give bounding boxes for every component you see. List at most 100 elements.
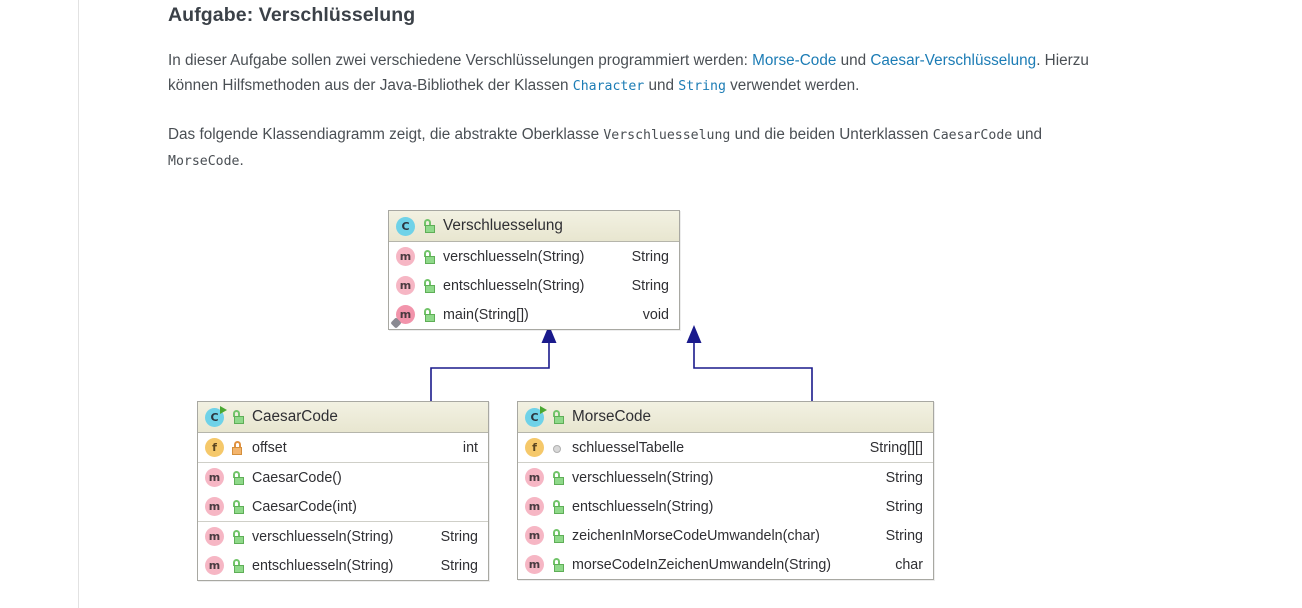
uml-member-label: offset — [252, 439, 287, 456]
uml-member-type: String — [440, 528, 478, 545]
uml-member-type: String — [440, 557, 478, 574]
public-unlocked-icon — [422, 219, 435, 233]
uml-member-label: main(String[]) — [443, 306, 529, 323]
uml-class-morsecode[interactable]: C MorseCode f schluesselTabelle String[]… — [517, 401, 934, 580]
uml-member-row[interactable]: m morseCodeInZeichenUmwandeln(String) ch… — [518, 550, 933, 579]
link-morse-code[interactable]: Morse-Code — [752, 52, 837, 69]
generalization-morsecode — [686, 325, 813, 401]
uml-member-type: String — [885, 469, 923, 486]
link-caesar-verschluesselung[interactable]: Caesar-Verschlüsselung — [870, 52, 1037, 69]
method-icon: m — [205, 527, 224, 546]
diagram-intro-paragraph: Das folgende Klassendiagramm zeigt, die … — [168, 122, 1113, 174]
public-unlocked-icon — [231, 499, 244, 514]
uml-member-row[interactable]: f schluesselTabelle String[][] — [518, 433, 933, 462]
method-icon: m — [525, 468, 544, 487]
uml-class-name: MorseCode — [572, 408, 652, 425]
uml-member-label: entschluesseln(String) — [572, 498, 714, 515]
class-runnable-icon: C — [205, 405, 227, 427]
uml-member-type: String — [885, 498, 923, 515]
uml-member-label: schluesselTabelle — [572, 439, 685, 456]
uml-member-row[interactable]: m CaesarCode() — [198, 463, 488, 492]
uml-member-label: verschluesseln(String) — [252, 528, 394, 545]
para2-text-4: . — [239, 152, 244, 169]
method-icon: m — [525, 497, 544, 516]
private-locked-icon — [231, 440, 244, 455]
method-static-icon: m — [390, 305, 415, 329]
uml-member-row[interactable]: m entschluesseln(String) String — [389, 271, 679, 300]
para1-text-4: und — [644, 77, 679, 94]
uml-member-label: verschluesseln(String) — [572, 469, 714, 486]
generalization-caesarcode — [430, 325, 557, 401]
uml-class-header: C Verschluesselung — [389, 211, 679, 242]
uml-class-verschluesselung[interactable]: C Verschluesselung m verschluesseln(Stri… — [388, 210, 680, 330]
uml-member-type: String — [631, 277, 669, 294]
para2-text-1: Das folgende Klassendiagramm zeigt, die … — [168, 126, 604, 143]
public-unlocked-icon — [231, 470, 244, 485]
uml-class-name: CaesarCode — [252, 408, 338, 425]
left-margin-gutter — [0, 0, 79, 608]
class-runnable-icon: C — [525, 405, 547, 427]
uml-member-row[interactable]: f offset int — [198, 433, 488, 462]
para2-text-2: und die beiden Unterklassen — [730, 126, 933, 143]
uml-member-type: String — [885, 527, 923, 544]
uml-class-caesarcode[interactable]: C CaesarCode f offset int m — [197, 401, 489, 581]
code-character: Character — [572, 79, 645, 94]
uml-member-row[interactable]: m verschluesseln(String) String — [389, 242, 679, 271]
field-icon: f — [205, 438, 224, 457]
para1-text-1: In dieser Aufgabe sollen zwei verschiede… — [168, 52, 753, 69]
public-unlocked-icon — [422, 307, 435, 322]
method-icon: m — [396, 247, 415, 266]
package-icon — [551, 441, 564, 455]
uml-member-row[interactable]: m verschluesseln(String) String — [198, 522, 488, 551]
content-column: Aufgabe: Verschlüsselung In dieser Aufga… — [79, 0, 1302, 608]
uml-member-row[interactable]: m main(String[]) void — [389, 300, 679, 329]
method-icon: m — [205, 556, 224, 575]
public-unlocked-icon — [422, 278, 435, 293]
intro-paragraph: In dieser Aufgabe sollen zwei verschiede… — [168, 48, 1113, 99]
uml-member-row[interactable]: m verschluesseln(String) String — [518, 463, 933, 492]
uml-class-header: C MorseCode — [518, 402, 933, 433]
page-title: Aufgabe: Verschlüsselung — [168, 4, 416, 26]
public-unlocked-icon — [551, 470, 564, 485]
uml-member-label: verschluesseln(String) — [443, 248, 585, 265]
para1-text-2: und — [836, 52, 871, 69]
method-icon: m — [525, 555, 544, 574]
uml-member-row[interactable]: m entschluesseln(String) String — [518, 492, 933, 521]
public-unlocked-icon — [551, 499, 564, 514]
uml-class-diagram: C Verschluesselung m verschluesseln(Stri… — [79, 195, 1292, 608]
method-icon: m — [205, 497, 224, 516]
public-unlocked-icon — [551, 557, 564, 572]
uml-member-type: String — [631, 248, 669, 265]
uml-member-type: char — [895, 556, 923, 573]
uml-member-row[interactable]: m entschluesseln(String) String — [198, 551, 488, 580]
code-string: String — [678, 79, 726, 94]
uml-section-fields: f schluesselTabelle String[][] — [518, 433, 933, 462]
public-unlocked-icon — [231, 410, 244, 424]
uml-section-methods: m verschluesseln(String) String m entsch… — [389, 242, 679, 329]
method-icon: m — [396, 276, 415, 295]
public-unlocked-icon — [422, 249, 435, 264]
uml-member-label: CaesarCode(int) — [252, 498, 357, 515]
uml-class-name: Verschluesselung — [443, 217, 563, 234]
para1-text-3: . Hierzu können Hilfsmethoden aus der Ja… — [168, 52, 1089, 94]
field-icon: f — [525, 438, 544, 457]
code-verschluesselung: Verschluesselung — [603, 128, 731, 143]
uml-member-row[interactable]: m zeichenInMorseCodeUmwandeln(char) Stri… — [518, 521, 933, 550]
uml-member-label: entschluesseln(String) — [443, 277, 585, 294]
uml-member-label: entschluesseln(String) — [252, 557, 394, 574]
code-morsecode: MorseCode — [168, 154, 240, 169]
uml-section-fields: f offset int — [198, 433, 488, 462]
uml-member-row[interactable]: m CaesarCode(int) — [198, 492, 488, 521]
uml-section-methods: m verschluesseln(String) String m entsch… — [198, 521, 488, 580]
class-icon: C — [396, 216, 415, 236]
uml-member-label: morseCodeInZeichenUmwandeln(String) — [572, 556, 832, 573]
uml-class-header: C CaesarCode — [198, 402, 488, 433]
para2-text-3: und — [1012, 126, 1042, 143]
public-unlocked-icon — [231, 529, 244, 544]
public-unlocked-icon — [551, 528, 564, 543]
uml-member-type: String[][] — [869, 439, 923, 456]
uml-section-constructors: m CaesarCode() m CaesarCode(int) — [198, 462, 488, 521]
para1-text-5: verwendet werden. — [725, 77, 860, 94]
public-unlocked-icon — [231, 558, 244, 573]
